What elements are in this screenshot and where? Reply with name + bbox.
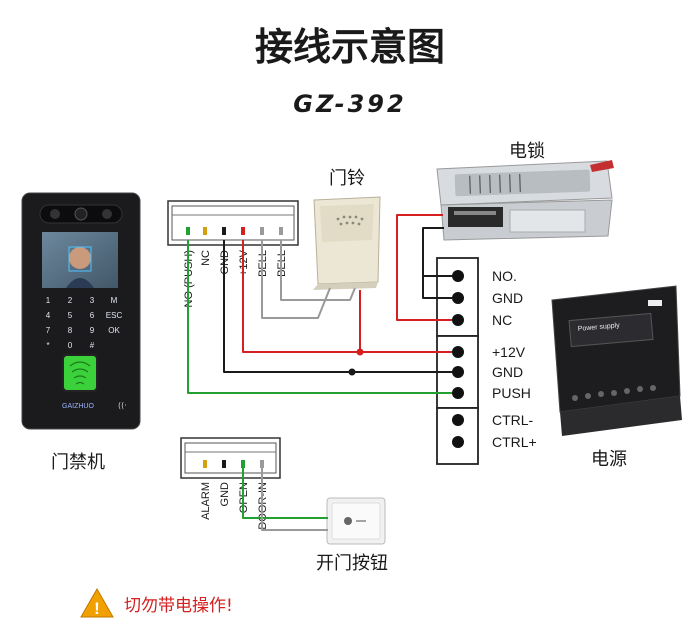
aux-pin-label: GND bbox=[219, 482, 231, 507]
connector-pin-marker bbox=[203, 227, 207, 235]
terminal-label: GND bbox=[492, 364, 523, 380]
doorbell-label: 门铃 bbox=[329, 168, 365, 189]
camera-lens-icon bbox=[50, 209, 60, 219]
terminal-screw-icon bbox=[452, 414, 464, 426]
keypad-key: 4 bbox=[46, 311, 51, 320]
terminal-block bbox=[436, 257, 479, 465]
brand-label: GAIZHUO bbox=[62, 403, 94, 410]
connector-pin-marker bbox=[279, 227, 283, 235]
wire-open-green bbox=[242, 468, 328, 519]
terminal-label: +12V bbox=[492, 344, 526, 360]
keypad-key: # bbox=[90, 341, 95, 350]
connector-pin-marker bbox=[260, 460, 264, 468]
power-panel-title: Power supply bbox=[578, 322, 621, 333]
warning-text: 切勿带电操作! bbox=[124, 596, 233, 616]
exit-button-device bbox=[326, 497, 386, 545]
terminal-label: NO. bbox=[492, 268, 517, 284]
wire-gnd-black bbox=[223, 240, 452, 373]
terminal-screw-icon bbox=[452, 314, 464, 326]
terminal-screw-icon bbox=[452, 270, 464, 282]
keypad-key: 0 bbox=[68, 341, 73, 350]
wifi-icon: ((· bbox=[118, 401, 127, 410]
connector-pin-marker bbox=[241, 460, 245, 468]
keypad-key: M bbox=[111, 296, 118, 305]
wire-bell-gray-2 bbox=[280, 240, 356, 301]
keypad-key: 1 bbox=[46, 296, 51, 305]
diagram-title: 接线示意图 bbox=[255, 25, 445, 69]
wire-bell-gray-1 bbox=[261, 240, 331, 319]
connector-pin-marker bbox=[260, 227, 264, 235]
access-control-terminal: 1 2 3 M 4 5 6 ESC 7 8 9 OK * 0 # GAIZHUO ((· bbox=[21, 192, 141, 430]
connector-pin-marker bbox=[222, 460, 226, 468]
terminal-label: PUSH bbox=[492, 385, 531, 401]
keypad-key: 6 bbox=[90, 311, 95, 320]
power-label: 电源 bbox=[591, 449, 627, 470]
keypad: 1 2 3 M 4 5 6 ESC 7 8 9 OK * 0 # bbox=[46, 296, 123, 350]
terminal-label: CTRL+ bbox=[492, 434, 537, 450]
aux-pin-label: ALARM bbox=[200, 482, 212, 520]
keypad-key: 3 bbox=[90, 296, 95, 305]
fingerprint-sensor-icon bbox=[62, 354, 98, 392]
keypad-key: 5 bbox=[68, 311, 73, 320]
terminal-screw-icon bbox=[452, 436, 464, 448]
wire-junction bbox=[348, 368, 356, 376]
connector-pin-marker bbox=[186, 227, 190, 235]
terminal-label: NC bbox=[492, 312, 512, 328]
terminal-screw-icon bbox=[452, 346, 464, 358]
lock-label: 电锁 bbox=[509, 141, 545, 162]
connector-pin-marker bbox=[222, 227, 226, 235]
keypad-key: 9 bbox=[90, 326, 95, 335]
terminal-screw-icon bbox=[452, 387, 464, 399]
power-supply-device: Power supply bbox=[551, 285, 682, 436]
exit-button-key-icon bbox=[344, 517, 352, 525]
keypad-key: OK bbox=[108, 326, 120, 335]
svg-text:!: ! bbox=[94, 599, 100, 618]
electric-lock-device bbox=[436, 160, 614, 241]
warning-triangle-icon: ! bbox=[80, 587, 114, 618]
aux-connector bbox=[180, 437, 281, 479]
keypad-key: 8 bbox=[68, 326, 73, 335]
terminal-screw-icon bbox=[452, 292, 464, 304]
doorbell-device bbox=[313, 196, 381, 290]
terminal-label: CTRL- bbox=[492, 412, 534, 428]
model-number: GZ-392 bbox=[293, 90, 406, 118]
exit-button-label: 开门按钮 bbox=[316, 553, 388, 574]
wire-doorin-gray bbox=[261, 468, 328, 531]
terminal-label: GND bbox=[492, 290, 523, 306]
wire-lock-black bbox=[422, 227, 452, 299]
keypad-key: 7 bbox=[46, 326, 51, 335]
wire-12v-red bbox=[242, 240, 452, 353]
keypad-key: * bbox=[46, 341, 49, 350]
keypad-key: 2 bbox=[68, 296, 73, 305]
connector-pin-marker bbox=[241, 227, 245, 235]
wire-lock-red bbox=[396, 214, 452, 321]
main-pin-label: NC bbox=[200, 250, 212, 266]
keypad-key: ESC bbox=[106, 311, 123, 320]
connector-pin-marker bbox=[203, 460, 207, 468]
wire-push-green bbox=[187, 240, 452, 394]
access-control-label: 门禁机 bbox=[51, 452, 105, 473]
terminal-screw-icon bbox=[452, 366, 464, 378]
main-connector bbox=[167, 200, 299, 246]
